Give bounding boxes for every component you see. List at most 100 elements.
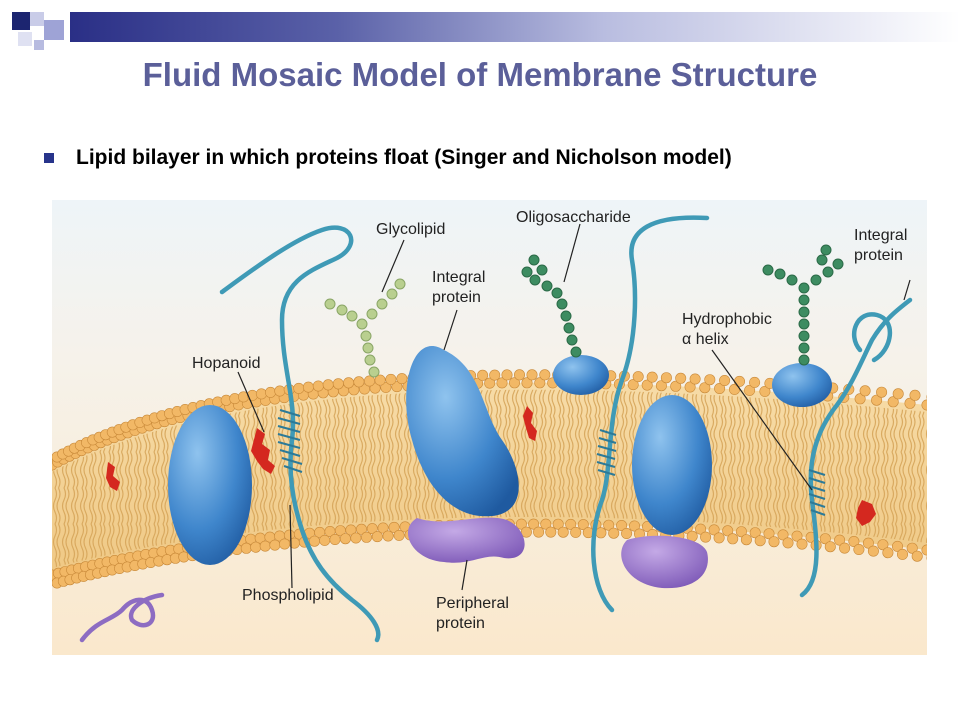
alpha-helix-strand-left	[219, 225, 381, 643]
lipid-head	[508, 377, 520, 389]
glycolipid-sugar-chain	[324, 278, 406, 378]
lipid-head	[871, 394, 883, 406]
lipid-head	[545, 526, 557, 538]
lipid-head	[628, 520, 640, 532]
lipid-head	[570, 526, 582, 538]
lipid-head	[749, 527, 761, 539]
lipid-head	[754, 535, 766, 547]
lipid-head	[366, 523, 378, 535]
lipid-head	[740, 534, 752, 546]
lipid-head	[391, 381, 403, 393]
lipid-head	[791, 530, 803, 542]
lipid-head	[513, 369, 525, 381]
lipid-head	[484, 377, 496, 389]
lipid-head	[708, 524, 720, 536]
lipid-head	[371, 531, 383, 543]
label-integral-right-line2: protein	[854, 247, 903, 264]
lipid-head	[689, 373, 701, 385]
lipid-head	[853, 543, 865, 555]
lipid-head	[312, 380, 324, 392]
slide-title: Fluid Mosaic Model of Membrane Structure	[142, 56, 818, 93]
label-integral-right-line1: Integral	[854, 227, 907, 244]
label-hydrophobic-line2: α helix	[682, 331, 729, 348]
lipid-head	[496, 377, 508, 389]
lipid-head	[259, 540, 271, 552]
lipid-head	[909, 389, 921, 401]
lipid-head	[526, 369, 538, 381]
label-oligosaccharide: Oligosaccharide	[516, 209, 631, 226]
lipid-head	[735, 526, 747, 538]
lipid-head	[255, 388, 267, 400]
bullet-square-icon	[44, 153, 54, 163]
title-bar-gradient	[70, 12, 960, 42]
lipid-head	[744, 384, 756, 396]
lipid-head	[595, 527, 607, 539]
lipid-head	[700, 531, 712, 543]
lipid-head	[876, 386, 888, 398]
lipid-head	[332, 378, 344, 390]
lipid-head	[322, 379, 334, 391]
lipid-head	[501, 369, 513, 381]
transmembrane-protein-right	[632, 395, 712, 535]
bullet-item: Lipid bilayer in which proteins float (S…	[44, 146, 732, 170]
lipid-head	[308, 535, 320, 547]
label-peripheral-line1: Peripheral	[436, 595, 509, 612]
lipid-head	[388, 521, 400, 533]
leader-lines	[237, 223, 911, 591]
lipid-head	[892, 388, 904, 400]
lipid-head	[727, 533, 739, 545]
glycoprotein-base	[553, 355, 609, 395]
lipid-head	[632, 371, 644, 383]
lipid-head	[279, 538, 291, 550]
lipid-head	[603, 519, 615, 531]
lipid-head	[627, 379, 639, 391]
lipid-head	[713, 532, 725, 544]
corner-square-dark	[12, 12, 30, 30]
lipid-head	[911, 550, 923, 562]
lipid-head	[859, 385, 871, 397]
lipid-head	[675, 372, 687, 384]
lipid-head	[621, 527, 633, 539]
lipid-head	[521, 377, 533, 389]
lipid-head	[824, 541, 836, 553]
lipid-head	[714, 383, 726, 395]
lipid-head	[733, 375, 745, 387]
lipid-head	[887, 396, 899, 408]
lipid-head	[839, 542, 851, 554]
lipid-head	[520, 526, 532, 538]
lipid-head	[704, 374, 716, 386]
lipid-head	[877, 539, 889, 551]
lipid-head	[343, 377, 355, 389]
lipid-head	[641, 379, 653, 391]
lipid-head	[660, 372, 672, 384]
lipid-head	[848, 535, 860, 547]
lipid-head	[782, 537, 794, 549]
strand-center-right	[591, 215, 710, 613]
lipid-head	[250, 541, 262, 553]
lipid-head	[819, 533, 831, 545]
integral-protein-center	[406, 346, 519, 517]
lipid-head	[302, 381, 314, 393]
lipid-head	[646, 371, 658, 383]
lipid-head	[374, 374, 386, 386]
lipid-head	[670, 380, 682, 392]
lipid-head	[319, 534, 331, 546]
lipid-head	[528, 518, 540, 530]
lipid-head	[867, 545, 879, 557]
lipid-head	[380, 381, 392, 393]
strand-loop-right	[851, 312, 893, 363]
lipid-head	[329, 533, 341, 545]
lipid-head	[608, 527, 620, 539]
lipid-head	[533, 526, 545, 538]
lipid-head	[240, 542, 252, 554]
lipid-head	[834, 534, 846, 546]
lipid-head	[768, 536, 780, 548]
lipid-head	[896, 548, 908, 560]
lipid-head	[489, 369, 501, 381]
bullet-text: Lipid bilayer in which proteins float (S…	[76, 146, 732, 169]
label-integral-protein-line1: Integral	[432, 269, 485, 286]
lipid-head	[534, 377, 546, 389]
oligosaccharide-chain-right	[762, 244, 844, 366]
strand-far-right	[799, 297, 913, 598]
transmembrane-protein-left	[168, 405, 252, 565]
